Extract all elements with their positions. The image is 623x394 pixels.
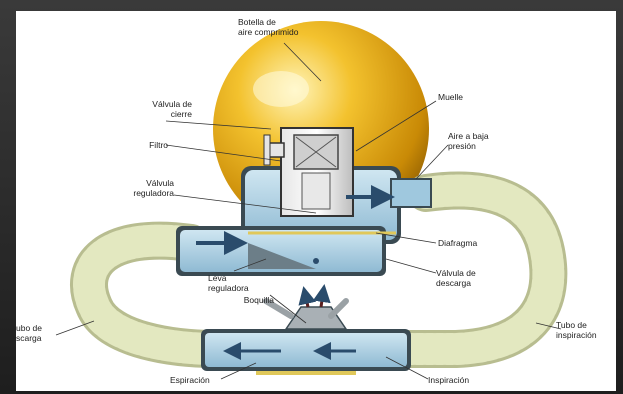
label-low-pressure-air: Aire a baja presión <box>448 131 489 151</box>
label-inspiration: Inspiración <box>428 375 469 385</box>
diagram-svg <box>16 11 616 391</box>
label-inspiration-tube: Tubo de inspiración <box>556 320 597 340</box>
label-exhaust-tube: ubo de scarga <box>16 323 42 343</box>
label-filter: Filtro <box>122 140 168 150</box>
bottle-highlight <box>253 71 309 107</box>
label-shutoff-valve: Válvula de cierre <box>122 99 192 119</box>
label-expiration: Espiración <box>170 375 210 385</box>
diagram-panel: Botella de aire comprimido Válvula de ci… <box>16 11 616 391</box>
label-regulator-valve: Válvula reguladora <box>112 178 174 198</box>
label-discharge-valve: Válvula de descarga <box>436 268 476 288</box>
label-mouthpiece: Boquilla <box>212 295 274 305</box>
label-spring: Muelle <box>438 92 463 102</box>
label-bottle: Botella de aire comprimido <box>238 17 298 37</box>
label-regulator-cam: Leva reguladora <box>208 273 249 293</box>
label-diaphragm: Diafragma <box>438 238 477 248</box>
